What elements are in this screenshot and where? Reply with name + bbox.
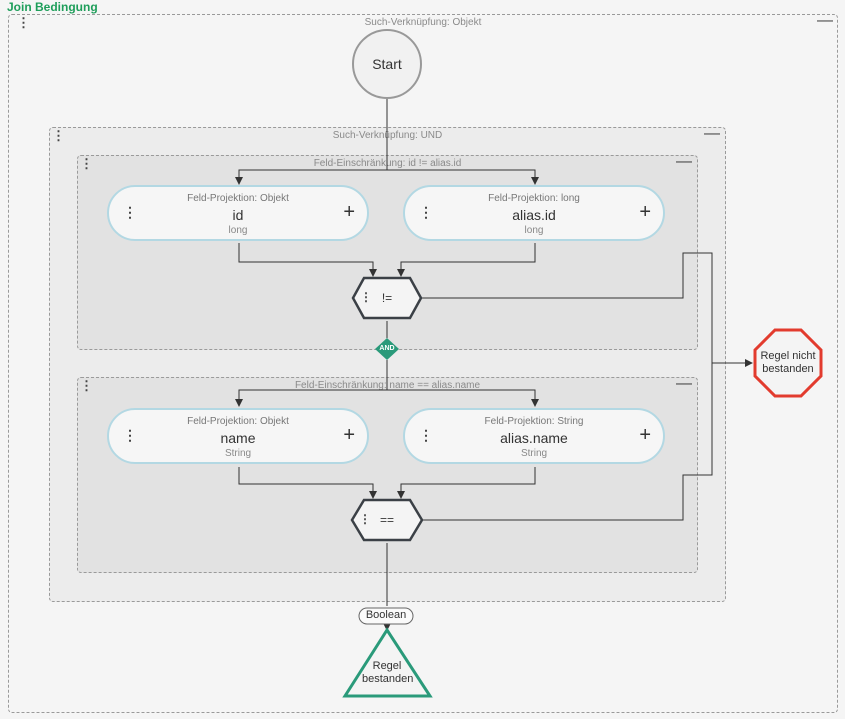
constraint2-menu-icon[interactable]: ⋮ bbox=[80, 378, 93, 393]
operator2-label: == bbox=[379, 513, 394, 527]
projection-caption: Feld-Projektion: String bbox=[484, 416, 584, 427]
constraint1-menu-icon[interactable]: ⋮ bbox=[80, 156, 93, 171]
pill-menu-icon[interactable]: ⋮ bbox=[419, 204, 433, 220]
pass-triangle bbox=[342, 627, 433, 698]
diagram-title: Join Bedingung bbox=[7, 0, 98, 14]
boolean-label: Boolean bbox=[365, 609, 407, 621]
operator1-menu-icon[interactable]: ⋮ bbox=[360, 290, 372, 304]
outer-box-label: Such-Verknüpfung: Objekt bbox=[364, 17, 482, 28]
projection-type: String bbox=[224, 448, 252, 459]
und-menu-icon[interactable]: ⋮ bbox=[52, 128, 65, 143]
start-label: Start bbox=[372, 56, 402, 72]
operator2-hexagon bbox=[350, 498, 424, 542]
projection-pill[interactable]: ⋮ Feld-Projektion: Objekt id long + bbox=[107, 185, 369, 241]
pill-menu-icon[interactable]: ⋮ bbox=[123, 427, 137, 443]
fail-label: Regel nicht bestanden bbox=[760, 350, 816, 375]
start-node bbox=[352, 29, 422, 99]
projection-name: alias.name bbox=[500, 430, 568, 446]
constraint2-collapse-icon[interactable]: — bbox=[676, 375, 692, 392]
outer-collapse-icon[interactable]: — bbox=[817, 12, 833, 29]
plus-icon[interactable]: + bbox=[343, 424, 355, 446]
operator1-label: != bbox=[381, 291, 393, 305]
projection-pill[interactable]: ⋮ Feld-Projektion: String alias.name Str… bbox=[403, 408, 665, 464]
pill-menu-icon[interactable]: ⋮ bbox=[419, 427, 433, 443]
plus-icon[interactable]: + bbox=[639, 201, 651, 223]
plus-icon[interactable]: + bbox=[639, 424, 651, 446]
fail-octagon bbox=[753, 328, 823, 398]
projection-type: String bbox=[520, 448, 548, 459]
plus-icon[interactable]: + bbox=[343, 201, 355, 223]
outer-connection-box: Such-Verknüpfung: Objekt bbox=[8, 14, 838, 713]
projection-type: long bbox=[228, 225, 248, 236]
projection-pill[interactable]: ⋮ Feld-Projektion: Objekt name String + bbox=[107, 408, 369, 464]
projection-pill[interactable]: ⋮ Feld-Projektion: long alias.id long + bbox=[403, 185, 665, 241]
and-label: AND bbox=[379, 345, 395, 352]
projection-caption: Feld-Projektion: long bbox=[488, 193, 580, 204]
and-diamond bbox=[375, 338, 399, 360]
und-collapse-icon[interactable]: — bbox=[704, 125, 720, 142]
operator1-hexagon bbox=[351, 276, 423, 320]
projection-name: name bbox=[220, 430, 256, 446]
pill-menu-icon[interactable]: ⋮ bbox=[123, 204, 137, 220]
projection-caption: Feld-Projektion: Objekt bbox=[187, 193, 289, 204]
projection-name: alias.id bbox=[512, 207, 556, 223]
projection-name: id bbox=[232, 207, 244, 223]
boolean-badge bbox=[358, 607, 414, 625]
projection-caption: Feld-Projektion: Objekt bbox=[187, 416, 289, 427]
operator2-menu-icon[interactable]: ⋮ bbox=[359, 512, 371, 526]
projection-type: long bbox=[524, 225, 544, 236]
pass-label: Regel bestanden bbox=[362, 660, 414, 685]
constraint1-collapse-icon[interactable]: — bbox=[676, 153, 692, 170]
outer-menu-icon[interactable]: ⋮ bbox=[17, 15, 30, 30]
